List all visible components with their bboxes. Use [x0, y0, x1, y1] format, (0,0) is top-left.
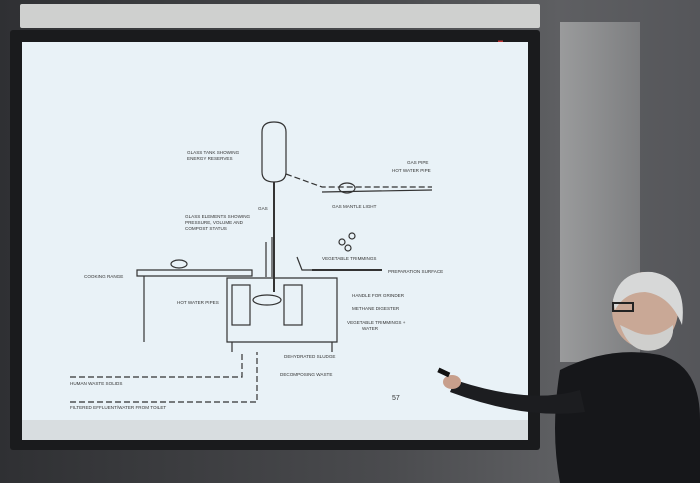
presenter-beard [620, 325, 674, 351]
screen-bottom-border [22, 420, 528, 440]
effluent-line [70, 352, 258, 403]
label-veg-water-1: VEGETABLE TRIMMINGS + [347, 320, 406, 325]
presenter-glasses [612, 302, 634, 312]
label-gas-pipe: GAS PIPE [407, 160, 428, 165]
label-decomposing-waste: DECOMPOSING WASTE [280, 372, 332, 377]
label-glass-elements-1: GLASS ELEMENTS SHOWING [185, 214, 251, 219]
label-veg-water-2: WATER [362, 326, 379, 331]
label-filtered-effluent: FILTERED EFFLUENT/WATER FROM TOILET [70, 405, 166, 410]
presenter-figure [437, 271, 700, 483]
glass-tank [261, 121, 287, 183]
label-gas-mantle: GAS MANTLE LIGHT [332, 204, 377, 209]
cooking-pot [170, 259, 188, 269]
label-vegetable-trimmings: VEGETABLE TRIMMINGS [322, 256, 376, 261]
label-glass-elements-3: COMPOST STATUS [185, 226, 227, 231]
digester-chamber [252, 294, 282, 306]
presenter-hair [613, 271, 683, 325]
hot-water-pipe-line [321, 189, 433, 193]
cooking-range [136, 269, 253, 277]
human-waste-line [70, 352, 243, 378]
methane-digester-diagram: GLASS TANK SHOWING ENERGY RESERVES GAS G… [70, 121, 443, 410]
label-handle-grinder: HANDLE FOR GRINDER [352, 293, 405, 298]
label-glass-elements-2: PRESSURE, VOLUME AND [185, 220, 244, 225]
presenter-arm [450, 380, 585, 414]
page-number: 57 [392, 395, 400, 402]
presenter-hand [443, 375, 461, 389]
label-glass-tank-2: ENERGY RESERVES [187, 156, 233, 161]
digester-tank [226, 277, 338, 343]
label-gas: GAS [258, 206, 268, 211]
screen-brand-mark: ▬ [498, 38, 503, 44]
label-methane-digester: METHANE DIGESTER [352, 306, 400, 311]
projector-screen-housing [20, 4, 540, 28]
label-dehydrated-sludge: DEHYDRATED SLUDGE [284, 354, 335, 359]
laser-pointer [437, 367, 451, 378]
label-hot-water-pipe: HOT WATER PIPE [392, 168, 431, 173]
hot-water-coil-right [283, 284, 303, 326]
gas-pipe-line [285, 173, 432, 188]
label-hot-water-pipes: HOT WATER PIPES [177, 300, 219, 305]
label-glass-tank-1: GLASS TANK SHOWING [187, 150, 240, 155]
presenter-body [555, 352, 700, 483]
hot-water-coil-left [231, 284, 251, 326]
glass-elements [265, 237, 273, 277]
label-cooking-range: COOKING RANGE [84, 274, 123, 279]
label-preparation-surface: PREPARATION SURFACE [388, 269, 443, 274]
label-human-waste: HUMAN WASTE SOLIDS [70, 381, 122, 386]
gas-mantle-light [338, 182, 356, 194]
